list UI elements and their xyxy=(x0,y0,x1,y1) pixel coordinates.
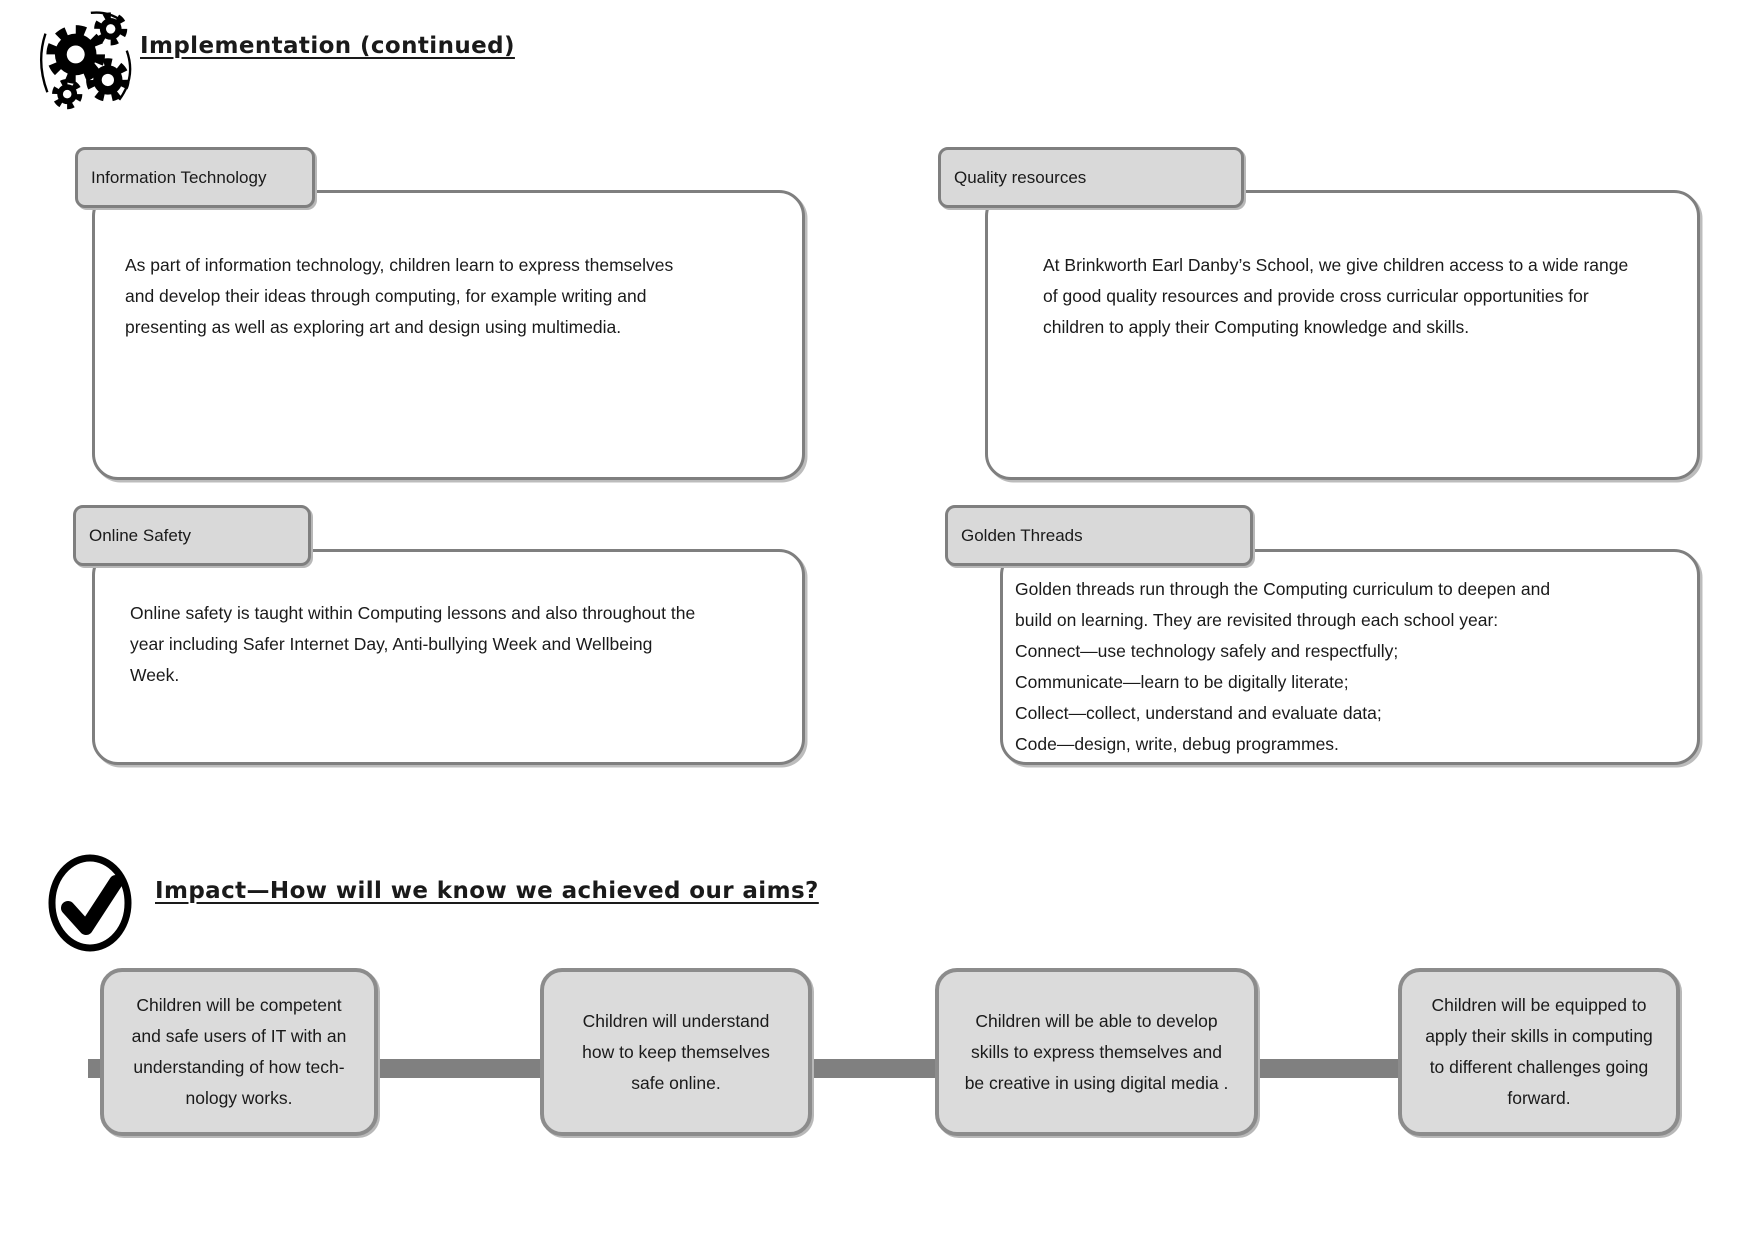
tab-online-safety: Online Safety xyxy=(73,505,311,566)
impact-step-text: Children will be able to develop skills … xyxy=(964,1010,1229,1093)
information-technology-body: As part of information technology, child… xyxy=(125,255,674,337)
impact-step-text: Children will be equipped to apply their… xyxy=(1425,995,1653,1108)
panel-information-technology xyxy=(92,190,805,480)
panel-quality-resources xyxy=(985,190,1700,480)
impact-step-4: Children will be equipped to apply their… xyxy=(1398,968,1680,1136)
impact-step-text: Children will understand how to keep the… xyxy=(582,1010,770,1093)
panel-golden-threads xyxy=(1000,549,1700,765)
tab-label: Online Safety xyxy=(89,525,192,545)
tab-information-technology: Information Technology xyxy=(75,147,315,208)
panel-online-safety xyxy=(92,549,805,765)
tab-golden-threads: Golden Threads xyxy=(945,505,1253,566)
impact-step-3: Children will be able to develop skills … xyxy=(935,968,1258,1136)
impact-step-text: Children will be competent and safe user… xyxy=(131,995,347,1108)
gears-icon xyxy=(36,6,140,118)
golden-threads-body: Golden threads run through the Computing… xyxy=(1015,579,1551,754)
tab-label: Quality resources xyxy=(954,167,1087,187)
implementation-heading: Implementation (continued) xyxy=(140,33,515,59)
impact-step-2: Children will understand how to keep the… xyxy=(540,968,812,1136)
online-safety-body: Online safety is taught within Computing… xyxy=(130,603,696,685)
tab-label: Information Technology xyxy=(91,167,267,187)
quality-resources-body: At Brinkworth Earl Danby’s School, we gi… xyxy=(1043,255,1629,337)
tab-quality-resources: Quality resources xyxy=(938,147,1244,208)
impact-step-1: Children will be competent and safe user… xyxy=(100,968,378,1136)
impact-heading: Impact—How will we know we achieved our … xyxy=(155,878,819,904)
tab-label: Golden Threads xyxy=(961,525,1083,545)
check-icon xyxy=(46,852,138,954)
